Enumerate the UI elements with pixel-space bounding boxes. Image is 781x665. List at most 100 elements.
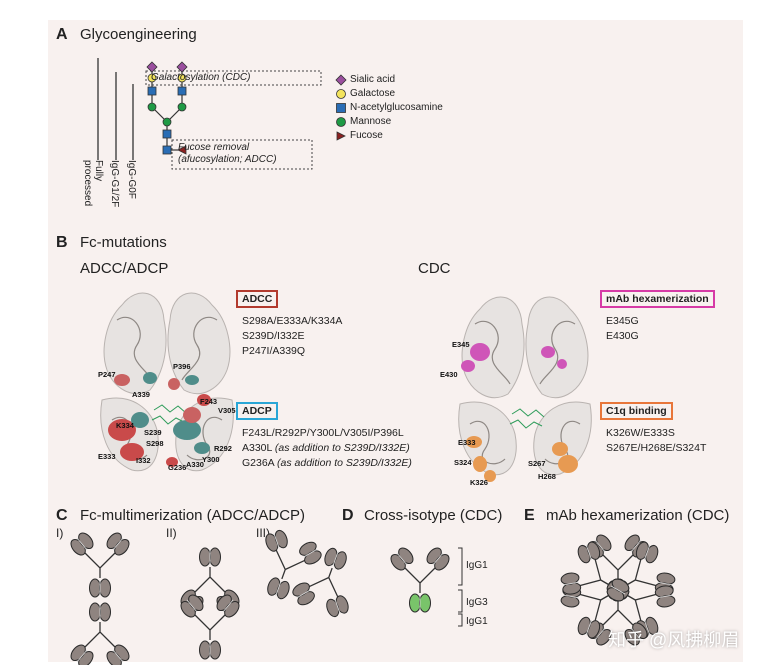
panel-c-letter: C xyxy=(56,507,68,524)
antibody-icon xyxy=(292,547,349,618)
hexamer-heading: mAb hexamerization xyxy=(600,290,715,308)
multimer-label-2: II) xyxy=(166,526,177,540)
panel-d-title: Cross-isotype (CDC) xyxy=(364,507,503,524)
bracket-label-igg1-top: IgG1 xyxy=(466,560,488,571)
residue-label: E333 xyxy=(98,452,116,461)
antibody-domain xyxy=(324,547,347,570)
residue-label: I332 xyxy=(136,456,151,465)
panel-c-title: Fc-multimerization (ADCC/ADCP) xyxy=(80,507,306,524)
legend-label: Galactose xyxy=(350,88,396,99)
antibody-domain xyxy=(326,595,349,618)
panel-b-title: Fc-mutations xyxy=(80,234,167,251)
cross-isotype-antibody xyxy=(390,547,463,627)
antibody-domain xyxy=(89,578,111,598)
mannose-icon xyxy=(162,117,172,127)
adcc-mutation-3: P247I/A339Q xyxy=(242,345,306,357)
fucose-icon xyxy=(336,131,346,141)
bracket-label-igg1-bottom: IgG1 xyxy=(466,616,488,627)
antibody-icon xyxy=(265,529,322,600)
residue-label: K326 xyxy=(470,478,488,487)
panel-e-letter: E xyxy=(524,507,535,524)
sialic-acid-icon xyxy=(335,74,347,86)
antibody-domain xyxy=(606,578,630,602)
legend-label: N-acetylglucosamine xyxy=(350,102,443,113)
mannose-icon xyxy=(177,102,187,112)
galactosylation-label: Galactosylation (CDC) xyxy=(151,72,251,83)
c1q-heading: C1q binding xyxy=(600,402,673,420)
fucose-removal-label: Fucose removal (afucosylation; ADCC) xyxy=(178,142,277,166)
hexamer-mutation-2: E430G xyxy=(606,330,639,342)
antibody-domain xyxy=(70,532,94,556)
adcc-mutation-2: S239D/I332E xyxy=(242,330,305,342)
antibody-domain xyxy=(577,541,601,564)
residue-label: E333 xyxy=(458,438,476,447)
antibody-icon xyxy=(70,602,130,665)
antibody-domain xyxy=(199,547,221,567)
galactose-icon xyxy=(147,73,157,83)
adcp-heading: ADCP xyxy=(236,402,278,420)
antibody-domain xyxy=(426,547,450,571)
antibody-domain xyxy=(560,572,582,595)
legend-label: Sialic acid xyxy=(350,74,396,85)
fc-structure-adcc-image xyxy=(100,292,234,472)
adcc-adcp-subtitle: ADCC/ADCP xyxy=(80,260,169,277)
antibody-domain xyxy=(106,532,130,556)
glcnac-icon xyxy=(162,129,172,139)
fucose-box xyxy=(171,139,313,170)
residue-label: F243 xyxy=(200,397,218,406)
n-acetylglucosamine-icon xyxy=(336,103,346,113)
antibody-domain xyxy=(409,593,431,613)
cdc-subtitle: CDC xyxy=(418,260,451,277)
mannose-icon xyxy=(336,117,346,127)
adcp-mutations: F243L/R292P/Y300L/V305I/P396L A330L (as … xyxy=(242,426,412,471)
mab-hexamer xyxy=(560,534,676,646)
fucose-removal-line-1: Fucose removal xyxy=(178,142,250,153)
antibody-domain xyxy=(89,602,111,622)
c1q-mutations: K326W/E333S S267E/H268E/S324T xyxy=(606,426,706,456)
residue-label: S239 xyxy=(144,428,162,437)
glcnac-icon xyxy=(147,86,157,96)
adcc-mutation-1: S298A/E333A/K334A xyxy=(242,315,343,327)
fucose-icon xyxy=(177,145,187,155)
panel-a-title: Glycoengineering xyxy=(80,26,197,43)
antibody-domain xyxy=(390,547,414,571)
c1q-mutation-2: S267E/H268E/S324T xyxy=(606,442,707,454)
antibody-domain xyxy=(635,541,659,564)
hexamer-mutations: E345G E430G xyxy=(606,314,639,344)
adcc-heading: ADCC xyxy=(236,290,279,308)
glcnac-icon xyxy=(162,145,172,155)
residue-label: S298 xyxy=(146,439,164,448)
residue-label: S324 xyxy=(454,458,472,467)
antibody-domain xyxy=(70,644,94,665)
antibody-domain xyxy=(292,582,315,606)
antibody-domain xyxy=(624,622,648,646)
panel-e-title: mAb hexamerization (CDC) xyxy=(546,507,730,524)
hexamer-mutation-1: E345G xyxy=(606,315,639,327)
residue-label: R292 xyxy=(214,444,232,453)
isotype-brackets xyxy=(458,547,463,627)
bracket-label-igg3: IgG3 xyxy=(466,597,488,608)
multimer-label-1: I) xyxy=(56,526,64,540)
residue-label: Y300 xyxy=(202,455,220,464)
residue-label: E430 xyxy=(440,370,458,379)
mannose-icon xyxy=(147,102,157,112)
sialic-acid-icon xyxy=(146,61,158,73)
residue-label: H268 xyxy=(538,472,556,481)
adcp-mutation-1: F243L/R292P/Y300L/V305I/P396L xyxy=(242,427,404,439)
residue-label: A339 xyxy=(132,390,150,399)
antibody-domain xyxy=(299,541,322,565)
multimer-configuration-3 xyxy=(265,529,349,618)
antibody-icon xyxy=(390,547,450,613)
antibody-domain xyxy=(180,594,204,618)
antibody-icon xyxy=(70,532,130,598)
galactose-icon xyxy=(177,73,187,83)
antibody-domain xyxy=(265,529,288,552)
glycan-diagram xyxy=(97,58,322,170)
fucose-removal-line-2: (afucosylation; ADCC) xyxy=(178,154,277,165)
antibody-domain xyxy=(199,640,221,660)
galactosylation-box xyxy=(145,70,322,86)
fc-structure-cdc-image xyxy=(458,296,592,482)
antibody-icon xyxy=(180,594,240,660)
antibody-icon xyxy=(560,541,630,602)
